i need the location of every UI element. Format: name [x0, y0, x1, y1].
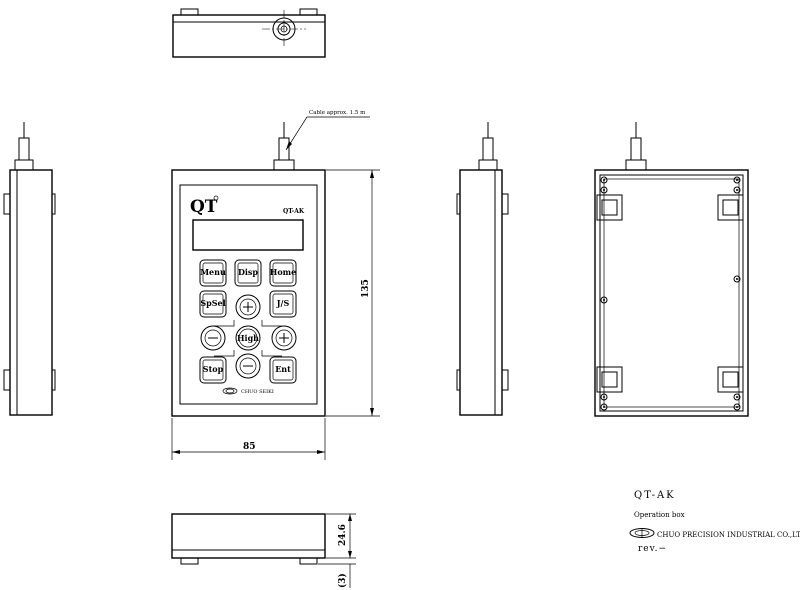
left-side-view [3, 122, 56, 416]
foot-value: (3) [337, 573, 348, 588]
cable [273, 122, 295, 171]
key-plus-up[interactable] [235, 294, 261, 320]
depth-value: 24.6 [338, 524, 348, 546]
key-spsel-label: SpSel [200, 298, 225, 308]
key-plus-right[interactable] [271, 325, 297, 351]
key-home-label: Home [270, 267, 296, 277]
screws [600, 176, 741, 411]
key-disp[interactable]: Disp [234, 259, 262, 287]
cable-leader: Cable approx. 1.5 m [285, 110, 370, 151]
lcd-display [192, 219, 304, 251]
width-value: 85 [243, 442, 256, 452]
brand-text: CHUO SEIKI [241, 389, 274, 395]
logo-text: QT [190, 197, 218, 217]
height-value: 135 [361, 279, 371, 298]
width-dimension: 85 [171, 418, 326, 460]
company-logo [629, 528, 655, 538]
key-menu[interactable]: Menu [199, 259, 227, 287]
key-ent-label: Ent [275, 364, 291, 374]
key-minus-left[interactable] [200, 325, 226, 351]
cable-note: Cable approx. 1.5 m [309, 110, 366, 116]
qt-logo: QT [190, 195, 219, 217]
key-high[interactable]: High [235, 325, 261, 351]
key-menu-label: Menu [200, 267, 226, 277]
rubber-feet [596, 194, 744, 393]
key-home[interactable]: Home [269, 259, 297, 287]
brand-logo: CHUO SEIKI [222, 387, 274, 395]
height-dimension: 135 [326, 169, 380, 417]
keypad-traces [214, 320, 282, 357]
key-disp-label: Disp [238, 267, 258, 277]
title-company: CHUO PRECISION INDUSTRIAL CO.,LTD. [657, 531, 800, 539]
front-view: Cable approx. 1.5 m QT QT-AK Menu [171, 110, 380, 460]
title-description: Operation box [634, 511, 685, 519]
key-js[interactable]: J/S [269, 290, 297, 318]
key-spsel[interactable]: SpSel [199, 290, 227, 318]
depth-dimension: 24.6 (3) [318, 513, 356, 588]
cable-gland-top [262, 10, 306, 48]
right-side-view [456, 122, 509, 416]
title-block: QT-AK Operation box CHUO PRECISION INDUS… [629, 490, 800, 554]
key-js-label: J/S [276, 298, 290, 308]
bottom-view: 24.6 (3) [171, 513, 356, 588]
title-model: QT-AK [634, 490, 676, 501]
back-view [594, 122, 749, 417]
title-revision: rev.− [638, 544, 667, 554]
key-high-label: High [237, 333, 259, 343]
top-view [172, 8, 326, 58]
key-ent[interactable]: Ent [269, 356, 297, 384]
key-minus-down[interactable] [235, 353, 261, 379]
model-label: QT-AK [283, 208, 305, 215]
key-stop[interactable]: Stop [199, 356, 227, 384]
key-stop-label: Stop [203, 364, 224, 374]
